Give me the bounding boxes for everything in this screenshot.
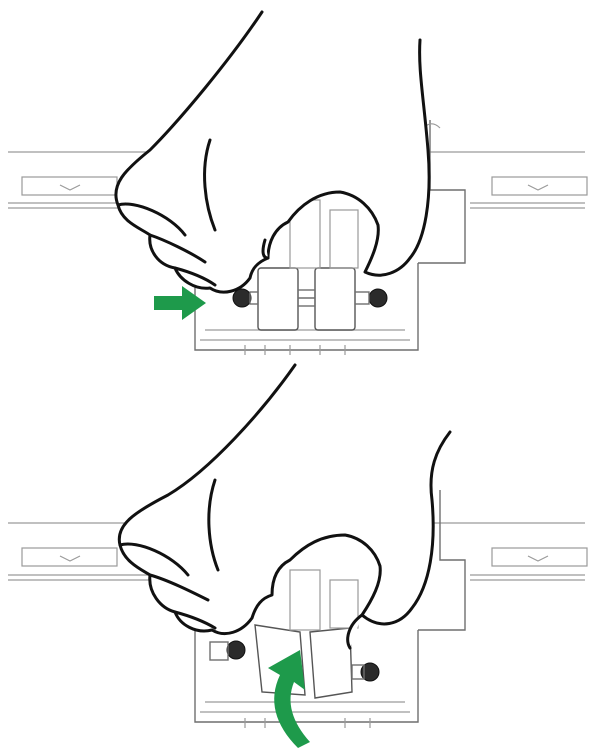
left-gear-icon: [233, 289, 251, 307]
panel-step-2: [8, 365, 587, 748]
hand-step-2: [119, 365, 450, 648]
arrow-right-icon: [154, 286, 206, 320]
panel-step-1: [8, 12, 587, 355]
left-gear-icon: [227, 641, 245, 659]
right-gear-icon: [369, 289, 387, 307]
curved-arrow-up-icon: [268, 650, 310, 748]
hand-step-1: [116, 12, 429, 292]
